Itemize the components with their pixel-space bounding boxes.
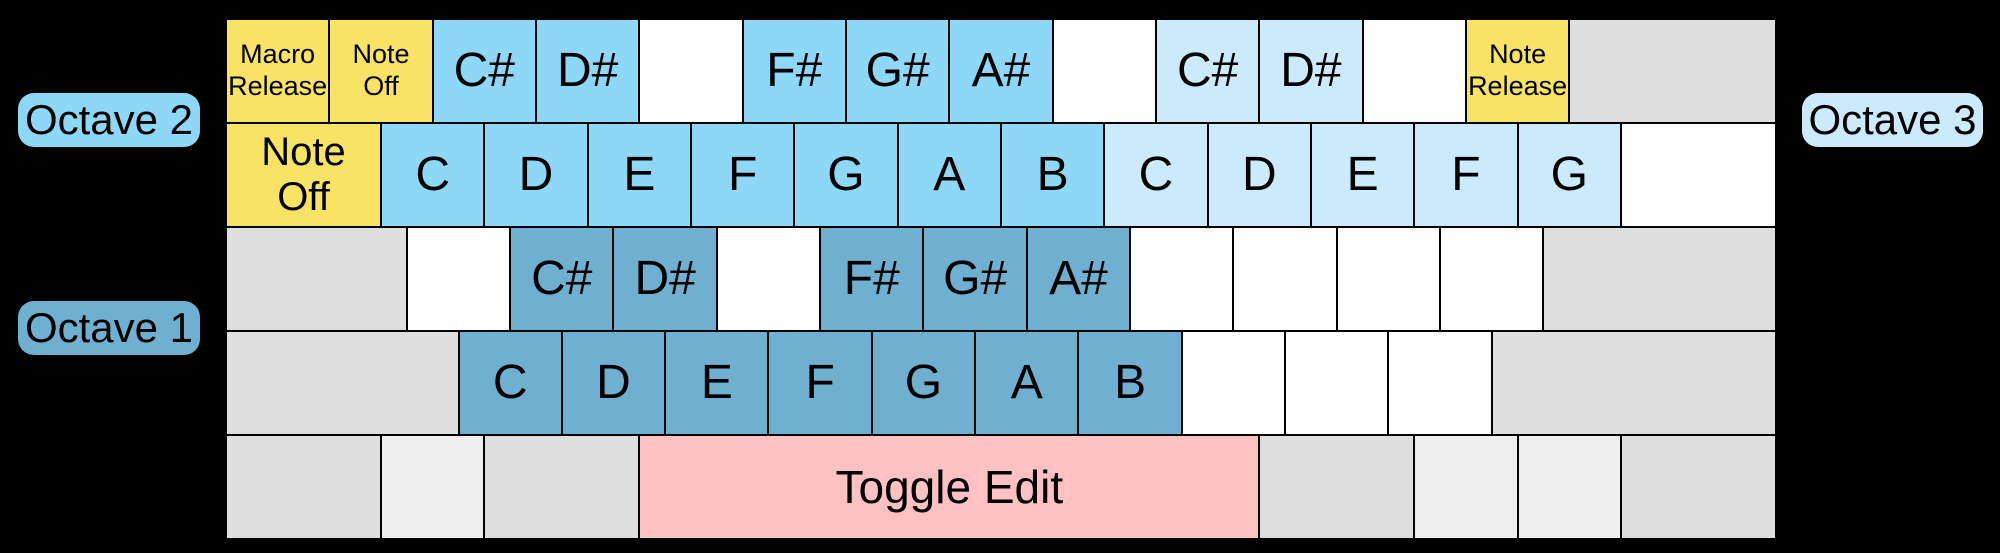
key-macro-release: Macro Release bbox=[225, 18, 331, 124]
key-blank-k bbox=[1129, 226, 1235, 332]
key-gsharp-oct1: G# bbox=[922, 226, 1028, 332]
key-csharp-oct3: C# bbox=[1154, 18, 1261, 124]
octave-3-label: Octave 3 bbox=[1802, 93, 1983, 147]
key-tab-note-off: Note Off bbox=[225, 122, 382, 228]
key-g-oct2: G bbox=[793, 122, 899, 228]
key-asharp-oct1: A# bbox=[1025, 226, 1132, 332]
key-b-oct1: B bbox=[1077, 330, 1183, 436]
key-left-alt bbox=[483, 434, 641, 540]
octave-2-label: Octave 2 bbox=[18, 93, 200, 147]
key-g-oct3: G bbox=[1516, 122, 1622, 228]
key-d-oct2: D bbox=[483, 122, 589, 228]
key-blank-a bbox=[405, 226, 512, 332]
key-capslock bbox=[225, 226, 408, 332]
key-c-oct2: C bbox=[380, 122, 486, 228]
key-asharp-oct2: A# bbox=[948, 18, 1054, 124]
key-f-oct2: F bbox=[689, 122, 796, 228]
key-e-oct1: E bbox=[664, 330, 770, 436]
key-blank-l bbox=[1232, 226, 1338, 332]
key-right-ctrl bbox=[1619, 434, 1777, 540]
key-right-win bbox=[1413, 434, 1519, 540]
key-enter bbox=[1542, 226, 1777, 332]
key-csharp-oct1: C# bbox=[509, 226, 615, 332]
key-left-win bbox=[380, 434, 486, 540]
key-f-oct3: F bbox=[1413, 122, 1519, 228]
key-blank-quote bbox=[1439, 226, 1545, 332]
key-e-oct2: E bbox=[586, 122, 692, 228]
key-dsharp-oct2: D# bbox=[534, 18, 641, 124]
key-f-oct1: F bbox=[767, 330, 873, 436]
key-note-release: Note Release bbox=[1464, 18, 1571, 124]
key-g-oct1: G bbox=[870, 330, 977, 436]
key-e-oct3: E bbox=[1309, 122, 1416, 228]
key-a-oct1: A bbox=[974, 330, 1080, 436]
key-menu bbox=[1516, 434, 1622, 540]
key-fsharp-oct2: F# bbox=[741, 18, 847, 124]
key-gsharp-oct2: G# bbox=[844, 18, 951, 124]
key-fsharp-oct1: F# bbox=[819, 226, 925, 332]
key-dsharp-oct1: D# bbox=[612, 226, 718, 332]
home-row: C#D# F#G#A# bbox=[225, 226, 1777, 332]
key-dsharp-oct3: D# bbox=[1258, 18, 1364, 124]
key-left-ctrl bbox=[225, 434, 382, 540]
key-blank-8 bbox=[1051, 18, 1157, 124]
octave-1-label: Octave 1 bbox=[18, 301, 200, 355]
key-left-shift bbox=[225, 330, 460, 436]
key-note-off-1: Note Off bbox=[328, 18, 434, 124]
key-right-shift bbox=[1490, 330, 1777, 436]
key-a-oct2: A bbox=[896, 122, 1002, 228]
key-blank-semicolon bbox=[1335, 226, 1442, 332]
key-blank-period bbox=[1284, 330, 1390, 436]
key-space-toggle-edit: Toggle Edit bbox=[638, 434, 1261, 540]
key-c-oct1: C bbox=[457, 330, 563, 436]
key-blank-comma bbox=[1180, 330, 1287, 436]
key-backspace bbox=[1568, 18, 1777, 124]
key-d-oct1: D bbox=[560, 330, 667, 436]
key-blank-f bbox=[715, 226, 822, 332]
key-c-oct3: C bbox=[1103, 122, 1209, 228]
key-blank-slash bbox=[1387, 330, 1493, 436]
key-csharp-oct2: C# bbox=[431, 18, 537, 124]
modifier-row: Toggle Edit bbox=[225, 434, 1777, 540]
key-d-oct3: D bbox=[1206, 122, 1312, 228]
key-blank-4 bbox=[638, 18, 744, 124]
key-backslash-blank bbox=[1619, 122, 1777, 228]
key-b-oct2: B bbox=[999, 122, 1106, 228]
key-right-alt bbox=[1258, 434, 1416, 540]
key-blank-minus bbox=[1361, 18, 1467, 124]
